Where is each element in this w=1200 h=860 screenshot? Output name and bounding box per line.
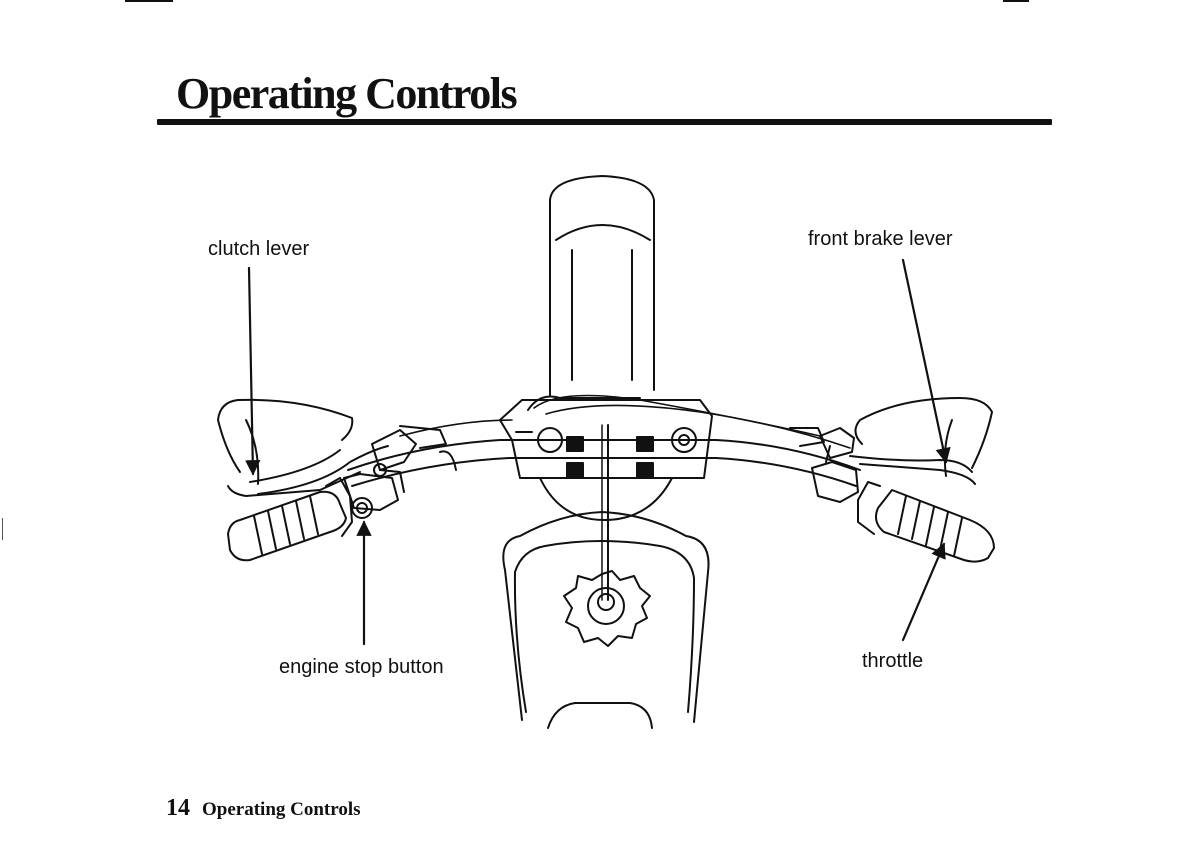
footer-section-title: Operating Controls [202,799,361,820]
front-brake-lever-leader [901,258,951,464]
scan-mark-left-edge [2,518,3,540]
scan-mark-top-left [125,0,173,2]
clutch-lever [249,425,447,495]
page-footer: 14 Operating Controls [166,795,361,822]
page-title: Operating Controls [176,69,518,118]
fuel-tank [502,511,710,729]
right-switch-housing [811,445,859,503]
left-grip [227,477,353,562]
cables [399,394,851,449]
throttle-leader [901,542,946,642]
right-grip [857,481,995,563]
left-hand-guard [217,398,361,497]
fuel-cap [563,570,651,647]
clutch-lever-label: clutch lever [208,238,310,260]
scan-mark-top-right [1003,0,1029,2]
clutch-lever-leader [245,266,261,476]
engine-stop-button-label: engine stop button [279,656,444,678]
right-hand-guard [854,397,993,485]
left-switch-housing [343,469,405,519]
throttle-label: throttle [862,650,924,672]
front-fender [549,175,655,396]
front-brake-lever-label: front brake lever [808,228,953,250]
page-number: 14 [166,795,190,821]
title-rule [157,119,1052,125]
